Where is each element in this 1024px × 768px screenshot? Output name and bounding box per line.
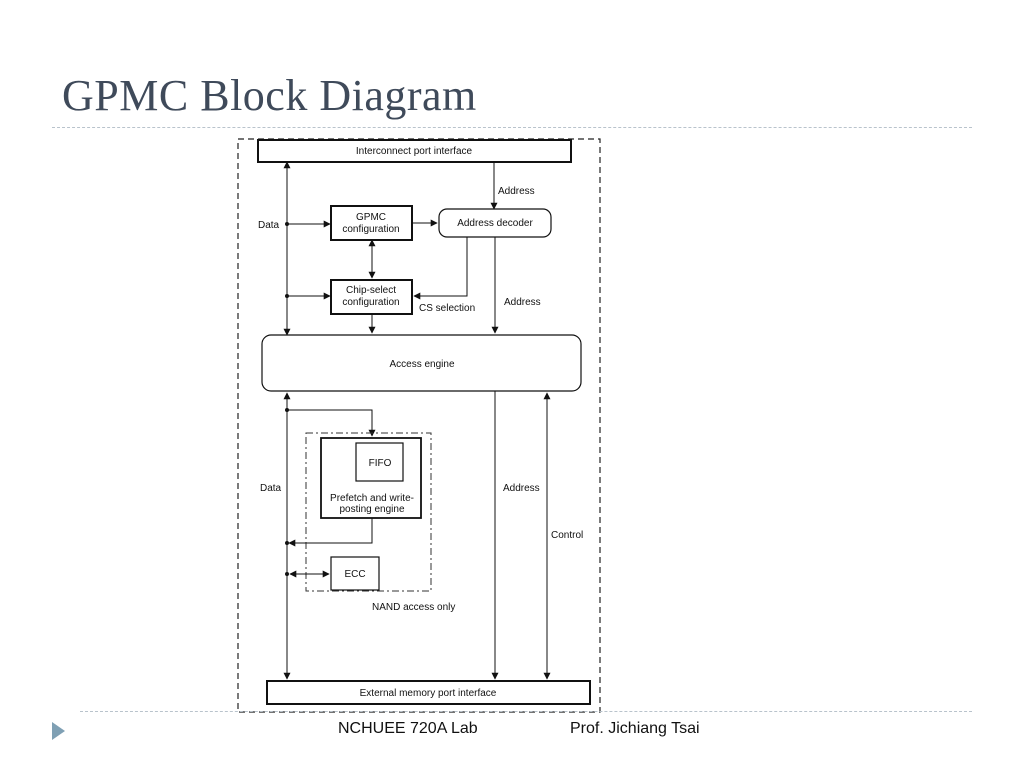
prefetch-to-data [288, 518, 373, 547]
cs-config-label-1: Chip-select [346, 285, 396, 296]
data-to-prefetch [287, 409, 376, 437]
ecc-label: ECC [344, 569, 365, 580]
footer-lab-name: NCHUEE 720A Lab [338, 720, 478, 737]
address-label-mid: Address [504, 297, 541, 308]
prefetch-label-1: Prefetch and write- [330, 493, 414, 504]
data-label-top: Data [258, 220, 280, 231]
prefetch-engine-block: FIFO Prefetch and write- posting engine [320, 437, 422, 519]
fifo-label: FIFO [369, 458, 392, 469]
access-engine-label: Access engine [389, 359, 454, 370]
address-label-top: Address [498, 186, 535, 197]
nand-only-label: NAND access only [372, 602, 455, 613]
slide-title: GPMC Block Diagram [62, 71, 477, 120]
external-port-label: External memory port interface [360, 688, 497, 699]
address-decoder-label: Address decoder [457, 218, 533, 229]
address-label-bottom: Address [503, 483, 540, 494]
title-divider [52, 127, 972, 128]
footer-divider [80, 711, 972, 712]
cs-selection-path [413, 237, 468, 300]
access-engine-block: Access engine [261, 334, 582, 392]
cs-selection-label: CS selection [419, 303, 475, 314]
data-junction [285, 541, 289, 545]
ecc-block: ECC [330, 556, 380, 591]
interconnect-port-block: Interconnect port interface [257, 139, 572, 163]
control-label: Control [551, 530, 583, 541]
external-memory-port-block: External memory port interface [266, 680, 591, 705]
fifo-block [355, 442, 404, 482]
triangle-bullet-icon [52, 722, 65, 740]
prefetch-label-2: posting engine [339, 504, 404, 515]
data-label-bottom: Data [260, 483, 282, 494]
nand-region [305, 432, 432, 592]
chip-select-configuration-block: Chip-select configuration [330, 279, 413, 315]
gpmc-config-label-2: configuration [342, 224, 399, 235]
footer-professor: Prof. Jichiang Tsai [570, 720, 700, 737]
gpmc-configuration-block: GPMC configuration [330, 205, 413, 241]
gpmc-config-label-1: GPMC [356, 212, 386, 223]
interconnect-port-label: Interconnect port interface [356, 146, 473, 157]
address-decoder-block: Address decoder [438, 208, 552, 238]
cs-config-label-2: configuration [342, 297, 399, 308]
data-junction [285, 572, 289, 576]
